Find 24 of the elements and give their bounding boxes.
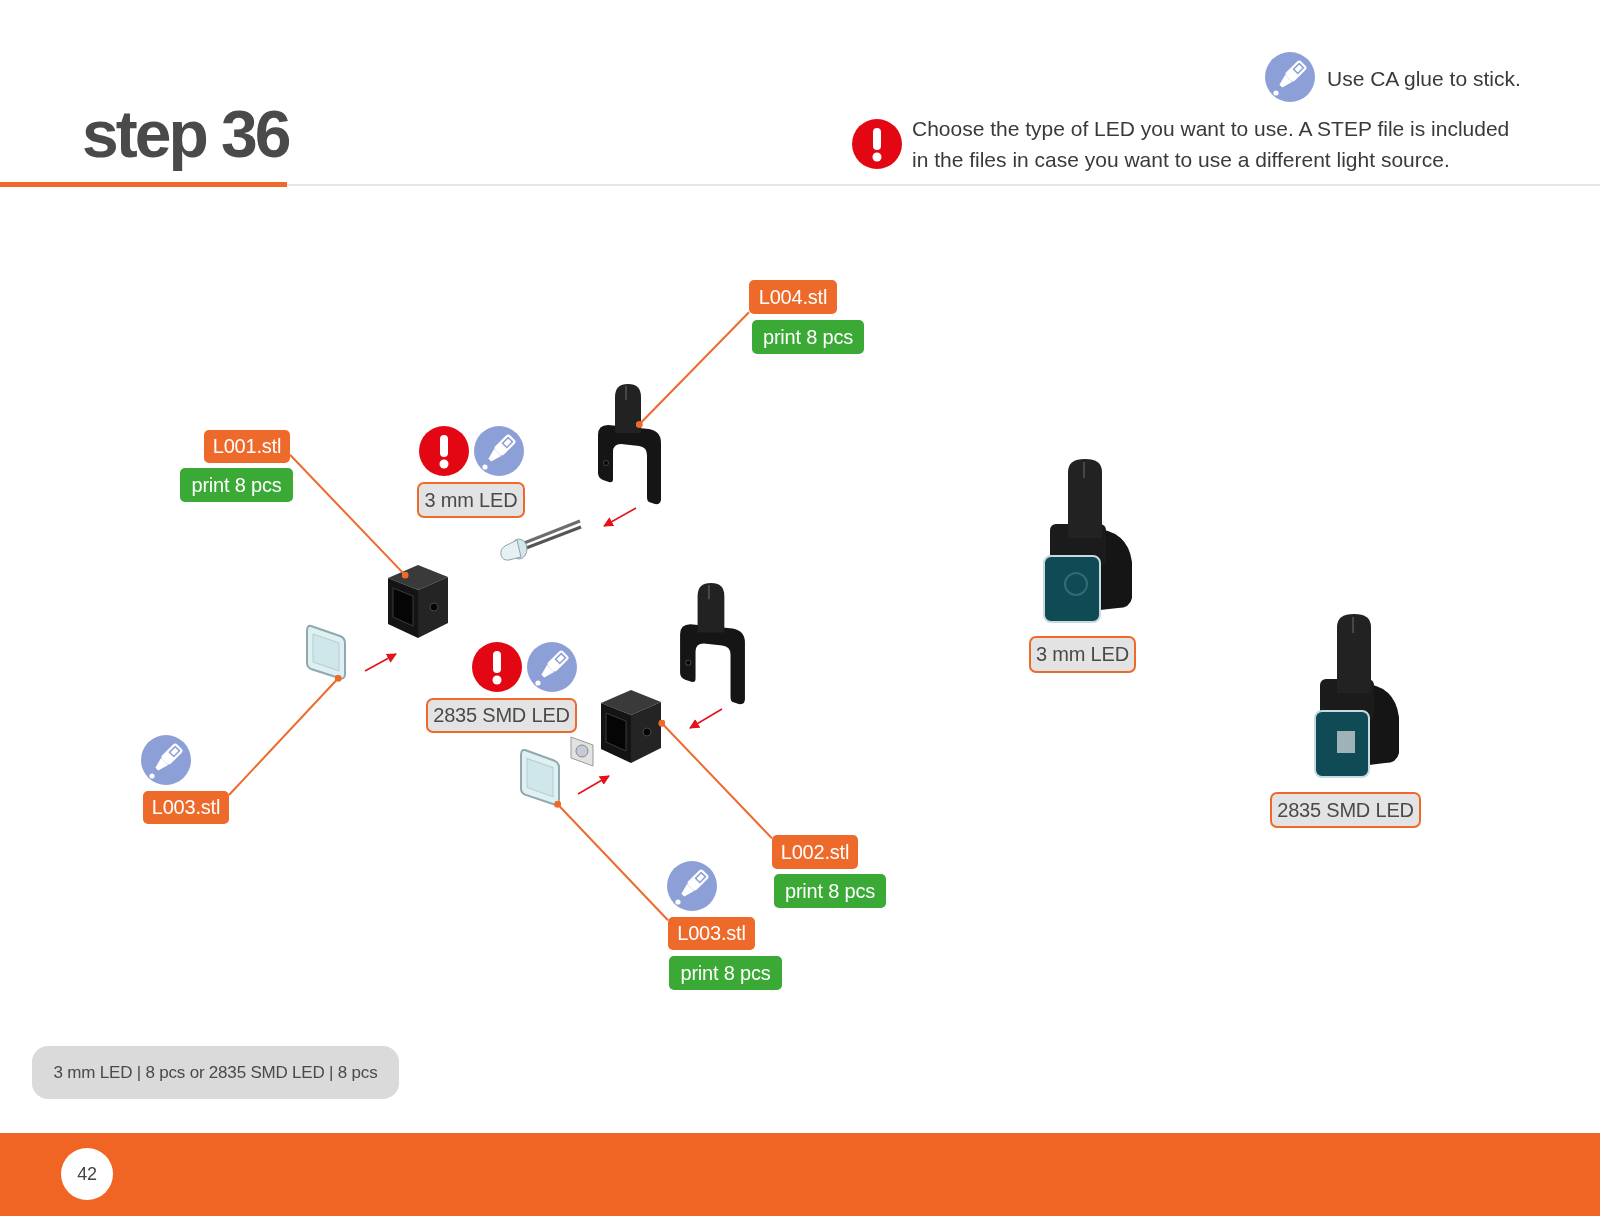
- note-text: Use CA glue to stick.: [1327, 66, 1521, 92]
- file-name-tag: L003.stl: [143, 791, 229, 824]
- parts-summary-bar: 3 mm LED | 8 pcs or 2835 SMD LED | 8 pcs: [32, 1046, 399, 1099]
- lens-cover-drawing: [305, 623, 347, 680]
- led-type-tag: 3 mm LED: [417, 482, 525, 518]
- leader-line: [635, 311, 750, 428]
- leader-line: [228, 674, 342, 796]
- print-count-tag: print 8 pcs: [180, 468, 293, 502]
- print-count-tag: print 8 pcs: [669, 956, 782, 990]
- led-type-tag: 2835 SMD LED: [426, 698, 577, 733]
- file-name-tag: L004.stl: [749, 280, 837, 314]
- leader-line: [289, 453, 409, 579]
- led-type-tag: 3 mm LED: [1029, 636, 1136, 673]
- file-name-tag: L001.stl: [204, 430, 290, 463]
- leader-line: [658, 719, 773, 840]
- file-name-tag: L003.stl: [668, 917, 755, 950]
- print-count-tag: print 8 pcs: [774, 874, 886, 908]
- leader-line: [554, 800, 669, 922]
- file-name-tag: L002.stl: [772, 835, 858, 869]
- fork-bracket-drawing: [595, 383, 663, 505]
- print-count-tag: print 8 pcs: [752, 320, 864, 354]
- led-type-tag: 2835 SMD LED: [1270, 792, 1421, 828]
- lens-cover-drawing: [519, 747, 561, 806]
- note-text: Choose the type of LED you want to use. A STEP file is included in the files in case you want to use a different light source.: [912, 116, 1511, 173]
